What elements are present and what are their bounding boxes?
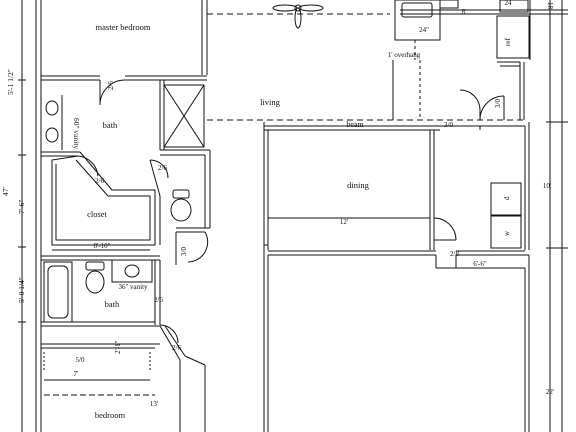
room-dining: dining: [347, 180, 369, 190]
refrigerator: [496, 15, 530, 59]
dim-3-0-b: 3/0: [444, 121, 453, 129]
toilet: [85, 270, 105, 294]
dim-2-6-d: 2/6: [154, 296, 163, 304]
vanity-36: [111, 259, 153, 283]
dim-2-6-e: 2/6: [172, 344, 181, 352]
dim-2-1: 2'-1": [114, 340, 122, 354]
dim-47: 47': [1, 187, 10, 197]
dim-3-0-c: 3/0: [180, 247, 188, 256]
room-closet: closet: [87, 209, 107, 219]
dim-5-0-quarter: 5'-0 1/4": [17, 277, 26, 303]
vanity-sink: [45, 100, 59, 116]
room-living: living: [260, 97, 281, 107]
room-master-bedroom: master bedroom: [96, 22, 151, 32]
dim-8-10: 8'-10": [94, 242, 111, 250]
dim-2-6-a: 2/6: [107, 81, 115, 90]
kitchen-sink: [394, 0, 441, 41]
label-dryer: d: [503, 196, 511, 200]
label-vanity-60: 60" vanity: [72, 118, 81, 149]
closet-walls: [51, 151, 156, 246]
dim-7-6: 7'-6": [17, 200, 26, 214]
dim-2-6-c: 2/6: [158, 164, 167, 172]
vanity-sink: [45, 127, 59, 143]
toilet: [170, 198, 192, 222]
dryer: [490, 182, 522, 216]
label-washer: w: [503, 230, 511, 236]
dim-2-8: 2/8: [450, 250, 459, 258]
label-sink-24: 24": [419, 26, 429, 34]
room-bath-upper: bath: [103, 120, 118, 130]
dim-22ft: 22': [546, 388, 554, 396]
room-bedroom: bedroom: [95, 410, 126, 420]
dim-6-6: 6'-6": [473, 260, 487, 268]
dim-2-6-b: 2/6: [95, 177, 104, 185]
room-bath-lower: bath: [105, 299, 120, 309]
dim-5-11-half: 5'-1 1/2": [6, 69, 15, 95]
dim-8ft: 8': [462, 8, 467, 16]
dim-13ft: 13': [150, 400, 158, 408]
label-beam: beam: [346, 120, 364, 129]
dim-12ft: 12': [340, 218, 348, 226]
ceiling-fan-icon: [272, 4, 324, 29]
label-vanity-36: 36" vanity: [118, 283, 148, 291]
washer: [490, 215, 522, 249]
dim-10ft: 10': [543, 182, 551, 190]
label-ref: ref: [504, 38, 512, 46]
shower: [163, 84, 205, 148]
dim-24-top: 24: [505, 0, 513, 7]
dim-7ft: 7': [74, 370, 79, 378]
dim-5-0: 5/0: [76, 356, 85, 364]
label-overhang: 1' overhang: [388, 51, 421, 59]
dim-3-0-a: 3/0: [494, 99, 502, 108]
dim-18-top: 18: [546, 2, 554, 10]
